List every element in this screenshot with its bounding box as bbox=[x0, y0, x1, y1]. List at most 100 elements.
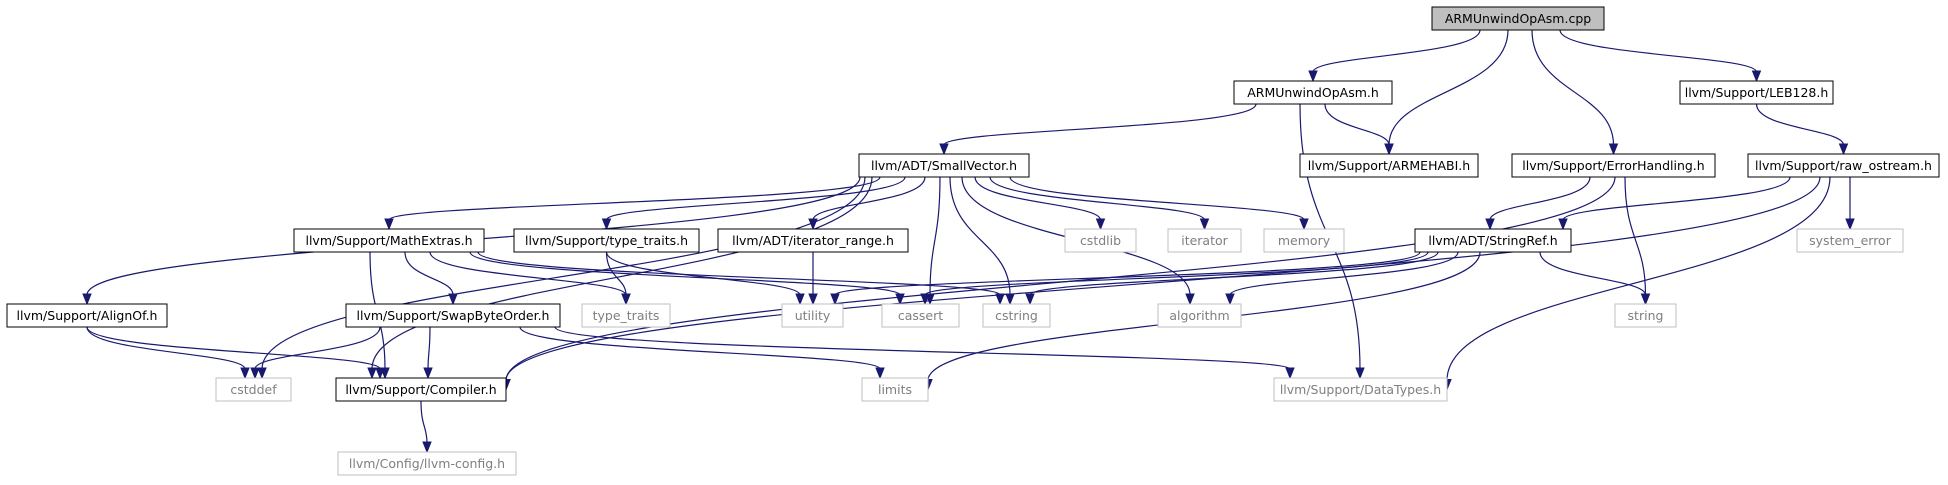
node-armehabi-h[interactable]: llvm/Support/ARMEHABI.h bbox=[1299, 153, 1479, 178]
edge-smallvector_h-to-mathextras_h bbox=[388, 176, 881, 221]
arrowhead-mathextras_h-to-swapbyteorder_h bbox=[448, 293, 458, 306]
edge-stringref_h-to-cassert bbox=[924, 251, 1429, 296]
node-box bbox=[1796, 228, 1904, 253]
arrowhead-armunwindopasm_h-to-datatypes_h bbox=[1355, 367, 1365, 380]
edge-smallvector_h-to-type_traits_h bbox=[605, 176, 906, 221]
node-label: memory bbox=[1278, 233, 1331, 248]
node-swapbyteorder-h[interactable]: llvm/Support/SwapByteOrder.h bbox=[345, 303, 561, 328]
arrowhead-stringref_h-to-cstring bbox=[1025, 293, 1035, 306]
arrowhead-mathextras_h-to-cassert bbox=[895, 293, 905, 306]
node-box bbox=[1157, 303, 1242, 328]
arrowhead-smallvector_h-to-type_traits_h bbox=[601, 218, 612, 231]
node-box bbox=[581, 303, 671, 328]
node-box bbox=[1679, 80, 1834, 105]
node-box bbox=[1747, 153, 1940, 178]
node-alignof-h[interactable]: llvm/Support/AlignOf.h bbox=[6, 303, 168, 328]
node-memory: memory bbox=[1263, 228, 1345, 253]
node-cstdlib: cstdlib bbox=[1064, 228, 1137, 253]
edge-armunwindopasm_h-to-armehabi_h bbox=[1324, 103, 1390, 146]
node-box bbox=[1414, 228, 1572, 253]
node-label: ARMUnwindOpAsm.h bbox=[1247, 85, 1379, 100]
arrowhead-smallvector_h-to-mathextras_h bbox=[384, 218, 394, 231]
node-label: limits bbox=[878, 382, 912, 397]
node-box bbox=[1614, 303, 1677, 328]
edge-smallvector_h-to-cstdlib bbox=[974, 176, 1102, 221]
edge-swapbyteorder_h-to-cstddef bbox=[254, 326, 381, 370]
arrowhead-smallvector_h-to-alignof_h bbox=[82, 293, 92, 306]
node-box bbox=[1511, 153, 1716, 178]
node-raw-ostream-h[interactable]: llvm/Support/raw_ostream.h bbox=[1747, 153, 1940, 178]
node-iterator: iterator bbox=[1167, 228, 1242, 253]
arrowhead-smallvector_h-to-algorithm bbox=[1185, 293, 1195, 306]
node-label: llvm/Support/MathExtras.h bbox=[305, 233, 472, 248]
edge-stringref_h-to-algorithm bbox=[1229, 251, 1459, 296]
node-label: cstring bbox=[995, 308, 1038, 323]
edge-alignof_h-to-compiler_h bbox=[86, 326, 381, 370]
edge-stringref_h-to-cstring bbox=[1029, 251, 1439, 296]
node-llvm-config-h: llvm/Config/llvm-config.h bbox=[337, 451, 517, 476]
node-iterator-range-h[interactable]: llvm/ADT/iterator_range.h bbox=[717, 228, 909, 253]
node-label: llvm/Config/llvm-config.h bbox=[349, 456, 505, 471]
arrowhead-armunwindopasm_cpp-to-armunwindopasm_h bbox=[1308, 70, 1318, 83]
node-label: llvm/Support/raw_ostream.h bbox=[1755, 158, 1932, 173]
node-box bbox=[215, 377, 292, 402]
arrowhead-alignof_h-to-cstddef bbox=[240, 367, 250, 380]
node-limits: limits bbox=[861, 377, 929, 402]
node-label: llvm/Support/type_traits.h bbox=[525, 233, 688, 248]
node-mathextras-h[interactable]: llvm/Support/MathExtras.h bbox=[293, 228, 485, 253]
node-label: llvm/Support/AlignOf.h bbox=[17, 308, 158, 323]
node-smallvector-h[interactable]: llvm/ADT/SmallVector.h bbox=[858, 153, 1030, 178]
node-label: llvm/ADT/iterator_range.h bbox=[732, 233, 894, 248]
node-system-error: system_error bbox=[1796, 228, 1904, 253]
node-compiler-h[interactable]: llvm/Support/Compiler.h bbox=[335, 377, 507, 402]
arrowhead-armunwindopasm_h-to-smallvector_h bbox=[939, 143, 949, 156]
edge-smallvector_h-to-memory bbox=[1009, 176, 1305, 221]
edge-raw_ostream_h-to-stringref_h bbox=[1562, 176, 1791, 221]
node-datatypes-h: llvm/Support/DataTypes.h bbox=[1273, 377, 1448, 402]
node-label: llvm/Support/ARMEHABI.h bbox=[1308, 158, 1470, 173]
edge-type_traits_h-to-type_traits bbox=[605, 251, 627, 296]
node-box bbox=[6, 303, 168, 328]
node-box bbox=[881, 303, 960, 328]
node-label: type_traits bbox=[593, 308, 660, 323]
node-armunwindopasm-h[interactable]: ARMUnwindOpAsm.h bbox=[1233, 80, 1393, 105]
arrowhead-smallvector_h-to-memory bbox=[1299, 218, 1309, 231]
node-box bbox=[1431, 6, 1605, 31]
edge-armunwindopasm_cpp-to-armunwindopasm_h bbox=[1312, 29, 1481, 73]
arrowhead-type_traits_h-to-type_traits bbox=[621, 293, 631, 306]
arrowhead-smallvector_h-to-cstddef bbox=[257, 367, 267, 380]
arrowhead-leb128_h-to-raw_ostream_h bbox=[1838, 143, 1849, 156]
edge-compiler_h-to-llvm_config_h bbox=[420, 400, 428, 444]
node-utility: utility bbox=[781, 303, 844, 328]
arrowhead-smallvector_h-to-iterator bbox=[1199, 218, 1210, 231]
node-type-traits-h[interactable]: llvm/Support/type_traits.h bbox=[513, 228, 700, 253]
arrowhead-compiler_h-to-llvm_config_h bbox=[422, 441, 432, 454]
edge-mathextras_h-to-cstring bbox=[477, 251, 1001, 296]
node-stringref-h[interactable]: llvm/ADT/StringRef.h bbox=[1414, 228, 1572, 253]
node-label: cstddef bbox=[230, 382, 277, 397]
edge-raw_ostream_h-to-datatypes_h bbox=[1446, 176, 1831, 381]
node-armunwindopasm-cpp[interactable]: ARMUnwindOpAsm.cpp bbox=[1431, 6, 1605, 31]
node-label: llvm/ADT/StringRef.h bbox=[1428, 233, 1557, 248]
arrowhead-errorhandling_h-to-stringref_h bbox=[1485, 218, 1495, 231]
node-algorithm: algorithm bbox=[1157, 303, 1242, 328]
edge-leb128_h-to-raw_ostream_h bbox=[1755, 103, 1845, 146]
edge-smallvector_h-to-iterator bbox=[989, 176, 1206, 221]
node-label: string bbox=[1628, 308, 1664, 323]
arrowhead-raw_ostream_h-to-stringref_h bbox=[1558, 218, 1568, 231]
arrowhead-stringref_h-to-algorithm bbox=[1225, 293, 1235, 306]
edge-smallvector_h-to-cstring bbox=[949, 176, 1011, 296]
node-type-traits: type_traits bbox=[581, 303, 671, 328]
edge-armunwindopasm_cpp-to-armehabi_h bbox=[1388, 29, 1509, 146]
edge-smallvector_h-to-iterator_range_h bbox=[812, 176, 926, 221]
node-errorhandling-h[interactable]: llvm/Support/ErrorHandling.h bbox=[1511, 153, 1716, 178]
node-leb128-h[interactable]: llvm/Support/LEB128.h bbox=[1679, 80, 1834, 105]
arrowhead-smallvector_h-to-cstring bbox=[1005, 293, 1015, 306]
arrowhead-stringref_h-to-utility bbox=[830, 293, 840, 306]
arrowhead-raw_ostream_h-to-system_error bbox=[1845, 218, 1855, 231]
node-box bbox=[293, 228, 485, 253]
arrowhead-swapbyteorder_h-to-compiler_h bbox=[423, 367, 433, 380]
arrowhead-swapbyteorder_h-to-cstddef bbox=[250, 367, 260, 380]
edge-mathextras_h-to-type_traits bbox=[429, 251, 627, 296]
